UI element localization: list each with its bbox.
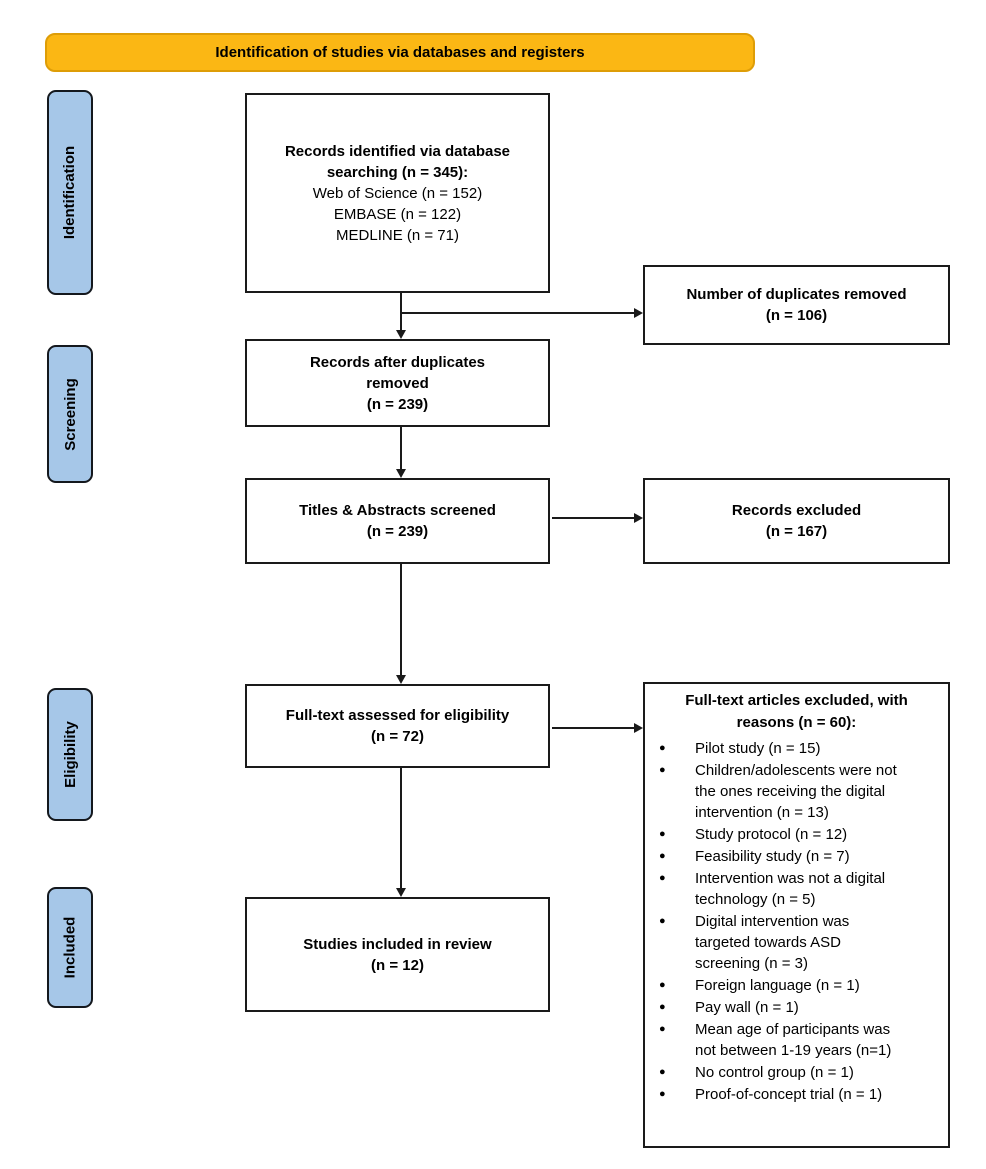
exclusion-reason: Children/adolescents were not the ones r…: [645, 760, 907, 823]
arrowhead-down-icon: [396, 675, 406, 684]
connector-fulltext-to-included: [400, 768, 402, 888]
connector-to-duplicates-removed: [401, 312, 634, 314]
source-web-of-science: Web of Science (n = 152): [312, 184, 483, 202]
box-count: (n = 72): [371, 728, 424, 745]
box-records-after-duplicates: Records after duplicates removed (n = 23…: [245, 339, 550, 427]
box-fulltext-assessed: Full-text assessed for eligibility (n = …: [245, 684, 550, 768]
exclusion-reason: Study protocol (n = 12): [645, 824, 907, 845]
box-text: Records after duplicates removed: [309, 353, 486, 392]
stage-screening-label: Screening: [61, 377, 79, 451]
stage-eligibility: Eligibility: [47, 688, 93, 821]
stage-identification-label: Identification: [61, 145, 79, 240]
box-records-excluded: Records excluded (n = 167): [643, 478, 950, 564]
connector-afterdup-to-screened: [400, 427, 402, 469]
connector-to-fulltext-excluded: [552, 727, 634, 729]
connector-screened-to-fulltext: [400, 564, 402, 675]
arrowhead-down-icon: [396, 469, 406, 478]
stage-identification: Identification: [47, 90, 93, 295]
exclusion-reason: Intervention was not a digital technolog…: [645, 868, 907, 910]
box-duplicates-removed: Number of duplicates removed (n = 106): [643, 265, 950, 345]
box-text: Number of duplicates removed: [686, 286, 907, 303]
box-count: (n = 239): [366, 395, 429, 413]
exclusion-reason: Pay wall (n = 1): [645, 997, 907, 1018]
exclusion-reason: Mean age of participants was not between…: [645, 1019, 907, 1061]
exclusion-reason: No control group (n = 1): [645, 1062, 907, 1083]
box-studies-included: Studies included in review (n = 12): [245, 897, 550, 1012]
exclusion-reason: Foreign language (n = 1): [645, 975, 907, 996]
stage-eligibility-label: Eligibility: [61, 721, 79, 788]
box-text: Full-text assessed for eligibility: [285, 707, 510, 724]
box-titles-abstracts-screened: Titles & Abstracts screened (n = 239): [245, 478, 550, 564]
stage-included: Included: [47, 887, 93, 1008]
exclusion-reason: Pilot study (n = 15): [645, 738, 907, 759]
box-fulltext-excluded: Full-text articles excluded, with reason…: [643, 682, 950, 1148]
box-text: Studies included in review: [303, 935, 492, 953]
source-embase: EMBASE (n = 122): [333, 205, 462, 223]
exclusion-reason-list: Pilot study (n = 15) Children/adolescent…: [645, 738, 948, 1106]
box-text: Records excluded: [731, 502, 862, 519]
box-count: (n = 12): [371, 956, 424, 974]
connector-to-records-excluded: [552, 517, 634, 519]
box-count: (n = 106): [765, 307, 828, 324]
source-medline: MEDLINE (n = 71): [336, 226, 459, 244]
box-title: Full-text articles excluded, with reason…: [685, 692, 908, 731]
arrowhead-down-icon: [396, 330, 406, 339]
box-title: Records identified via database searchin…: [284, 142, 511, 181]
banner-label: Identification of studies via databases …: [215, 44, 585, 61]
box-count: (n = 167): [765, 523, 828, 540]
connector-identified-to-afterdup: [400, 293, 402, 330]
box-count: (n = 239): [366, 523, 429, 540]
box-text: Titles & Abstracts screened: [299, 502, 496, 519]
box-records-identified: Records identified via database searchin…: [245, 93, 550, 293]
stage-included-label: Included: [61, 916, 79, 979]
banner: Identification of studies via databases …: [45, 33, 755, 72]
arrowhead-right-icon: [634, 723, 643, 733]
exclusion-reason: Proof-of-concept trial (n = 1): [645, 1084, 907, 1105]
arrowhead-right-icon: [634, 513, 643, 523]
arrowhead-right-icon: [634, 308, 643, 318]
arrowhead-down-icon: [396, 888, 406, 897]
exclusion-reason: Digital intervention was targeted toward…: [645, 911, 907, 974]
exclusion-reason: Feasibility study (n = 7): [645, 846, 907, 867]
stage-screening: Screening: [47, 345, 93, 483]
